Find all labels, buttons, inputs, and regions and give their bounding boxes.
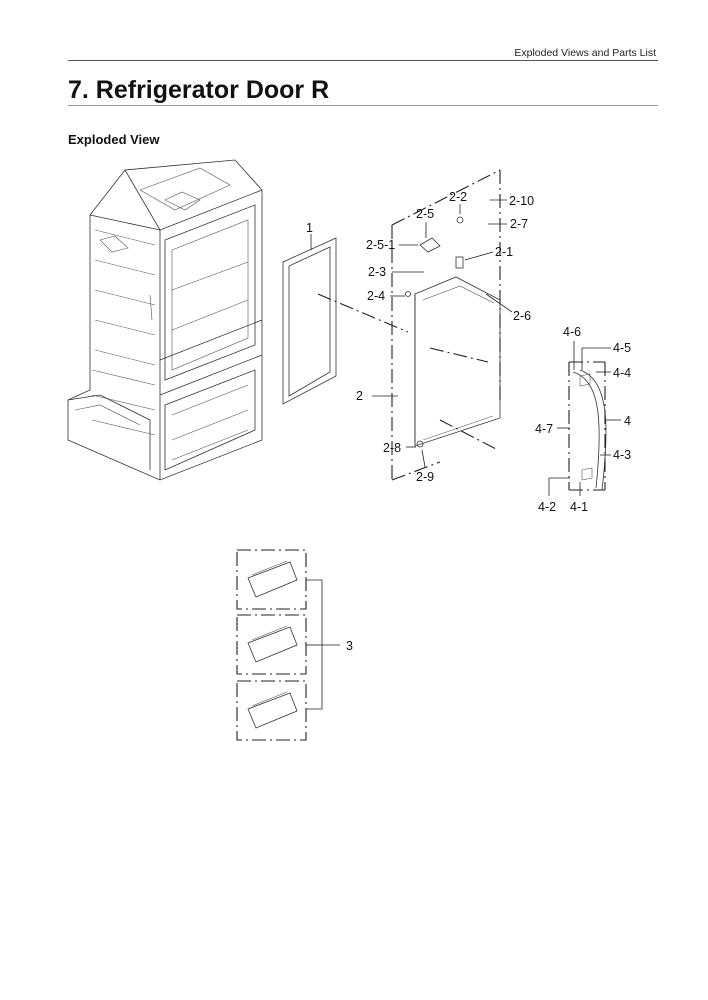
callout-2-4: 2-4	[367, 289, 385, 303]
callout-2-10: 2-10	[509, 194, 534, 208]
callout-2: 2	[356, 389, 363, 403]
callout-2-8: 2-8	[383, 441, 401, 455]
callout-1: 1	[306, 221, 313, 235]
door-assembly-part-2	[391, 169, 501, 481]
callout-4-6: 4-6	[563, 325, 581, 339]
door-handle-part-4	[568, 361, 607, 491]
callout-4-7: 4-7	[535, 422, 553, 436]
callout-3: 3	[346, 639, 353, 653]
callout-2-5-1: 2-5-1	[366, 238, 395, 252]
callout-2-5: 2-5	[416, 207, 434, 221]
callout-4-4: 4-4	[613, 366, 631, 380]
section-heading: Exploded View	[68, 132, 160, 147]
callout-2-1: 2-1	[495, 245, 513, 259]
door-bins-part-3	[236, 549, 340, 741]
callout-4-3: 4-3	[613, 448, 631, 462]
page-title: 7. Refrigerator Door R	[68, 76, 330, 104]
title-rule	[68, 105, 658, 106]
callout-4-1: 4-1	[570, 500, 588, 514]
callout-4-5: 4-5	[613, 341, 631, 355]
callout-2-7: 2-7	[510, 217, 528, 231]
callout-2-6: 2-6	[513, 309, 531, 323]
refrigerator-cabinet-illustration	[67, 159, 263, 481]
callout-2-9: 2-9	[416, 470, 434, 484]
callout-4-2: 4-2	[538, 500, 556, 514]
callout-4: 4	[624, 414, 631, 428]
callout-2-3: 2-3	[368, 265, 386, 279]
leader-lines	[310, 199, 621, 496]
callout-2-2: 2-2	[449, 190, 467, 204]
door-gasket-part-1	[282, 237, 409, 405]
header-rule	[68, 60, 658, 61]
running-header: Exploded Views and Parts List	[514, 47, 656, 59]
